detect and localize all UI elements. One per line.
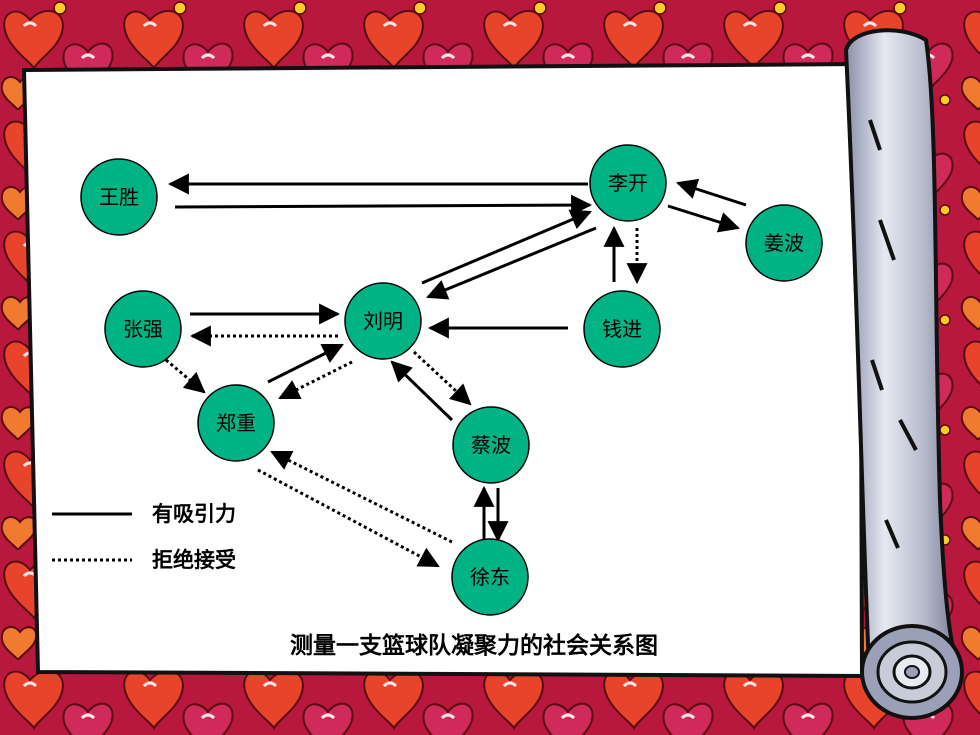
node-label: 蔡波	[471, 433, 511, 457]
edge-liuming-caibo	[412, 350, 472, 406]
node-xudong: 徐东	[451, 538, 529, 616]
node-qianjin: 钱进	[583, 290, 661, 368]
edge-caibo-liuming	[390, 360, 454, 422]
node-liuming: 刘明	[344, 282, 422, 360]
node-label: 刘明	[363, 309, 403, 333]
edge-liuming-likai	[421, 209, 592, 285]
scroll-roll	[843, 28, 964, 720]
node-zhangqiang: 张强	[104, 290, 182, 368]
node-jiangbo: 姜波	[745, 204, 823, 282]
paper-panel	[21, 61, 865, 679]
legend-label-rejection: 拒绝接受	[152, 548, 236, 572]
node-zhengzhong: 郑重	[197, 384, 275, 462]
edge-wangsheng-likai	[174, 194, 593, 216]
diagram-title: 测量一支篮球队凝聚力的社会关系图	[290, 632, 658, 659]
edge-likai-liuming	[426, 226, 597, 300]
edge-zhengzhong-xudong	[257, 468, 440, 568]
legend-label-attraction: 有吸引力	[152, 502, 236, 526]
node-label: 李开	[608, 171, 648, 195]
edge-likai-jiangbo	[667, 204, 741, 233]
node-wangsheng: 王胜	[80, 158, 158, 236]
edge-zhangqiang-zhengzhong	[165, 358, 206, 394]
node-label: 钱进	[602, 317, 642, 341]
edges	[165, 173, 747, 568]
node-label: 郑重	[216, 411, 256, 435]
legend: 有吸引力 拒绝接受	[52, 502, 236, 572]
node-label: 徐东	[470, 565, 510, 589]
node-caibo: 蔡波	[452, 406, 530, 484]
node-label: 张强	[123, 317, 163, 341]
node-label: 姜波	[764, 231, 804, 255]
edge-jiangbo-likai	[676, 178, 747, 207]
edge-liuming-zhengzhong	[278, 360, 353, 400]
node-label: 王胜	[99, 185, 139, 209]
node-likai: 李开	[589, 144, 667, 222]
edge-zhengzhong-liuming	[267, 343, 344, 384]
